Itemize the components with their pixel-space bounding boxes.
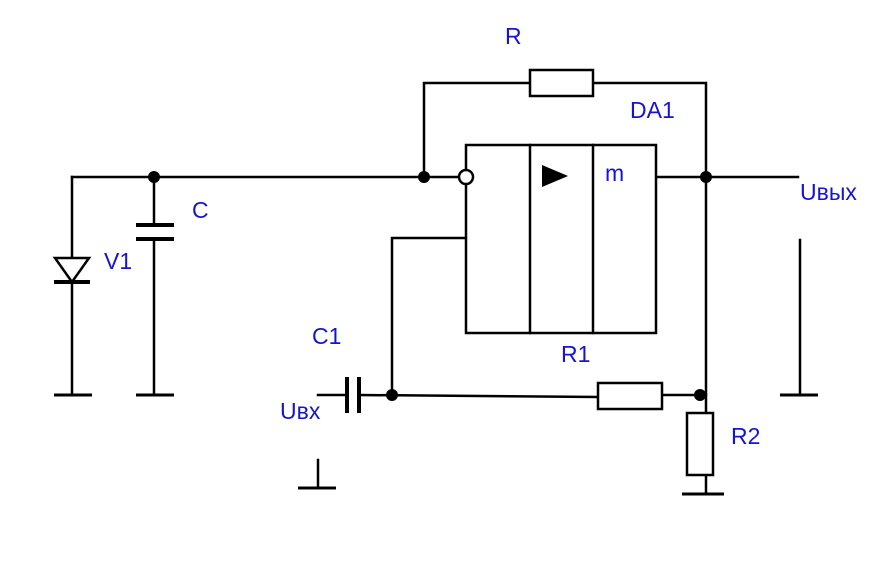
ground-symbols xyxy=(54,393,818,496)
amplifier-da1 xyxy=(457,143,658,335)
label-c1: C1 xyxy=(312,323,341,349)
junction-feedback-left xyxy=(418,171,430,183)
label-m: m xyxy=(605,160,624,186)
amplifier-inverting-input-icon xyxy=(457,168,475,186)
wire-feedback-left xyxy=(422,81,532,179)
resistor-r1 xyxy=(596,381,664,411)
label-u-in: Uвх xyxy=(280,398,321,424)
resistor-r xyxy=(528,68,595,98)
label-v1: V1 xyxy=(104,248,132,274)
label-r: R xyxy=(505,23,522,49)
junction-output xyxy=(700,171,712,183)
label-u-out: Uвых xyxy=(800,179,857,205)
label-da1: DA1 xyxy=(630,97,675,123)
wire-inverting-input xyxy=(390,236,468,397)
junction-c1-node xyxy=(386,389,398,401)
wire-feedback-right xyxy=(591,81,708,179)
label-r2: R2 xyxy=(731,423,760,449)
capacitor-c1 xyxy=(345,377,361,413)
junctions xyxy=(148,171,712,401)
capacitor-c xyxy=(136,223,174,241)
amplifier-triangle-icon xyxy=(542,165,568,187)
resistor-r2 xyxy=(685,411,715,477)
wire-c1-right xyxy=(357,393,600,399)
wires xyxy=(70,81,802,496)
label-r1: R1 xyxy=(561,341,590,367)
diode-v1 xyxy=(52,256,92,285)
junction-capacitor-c xyxy=(148,171,160,183)
diode-triangle xyxy=(52,256,92,285)
labels: R DA1 C V1 m Uвых C1 R1 Uвх R2 xyxy=(104,23,857,449)
junction-r2-node xyxy=(694,389,706,401)
label-c: C xyxy=(192,197,209,223)
